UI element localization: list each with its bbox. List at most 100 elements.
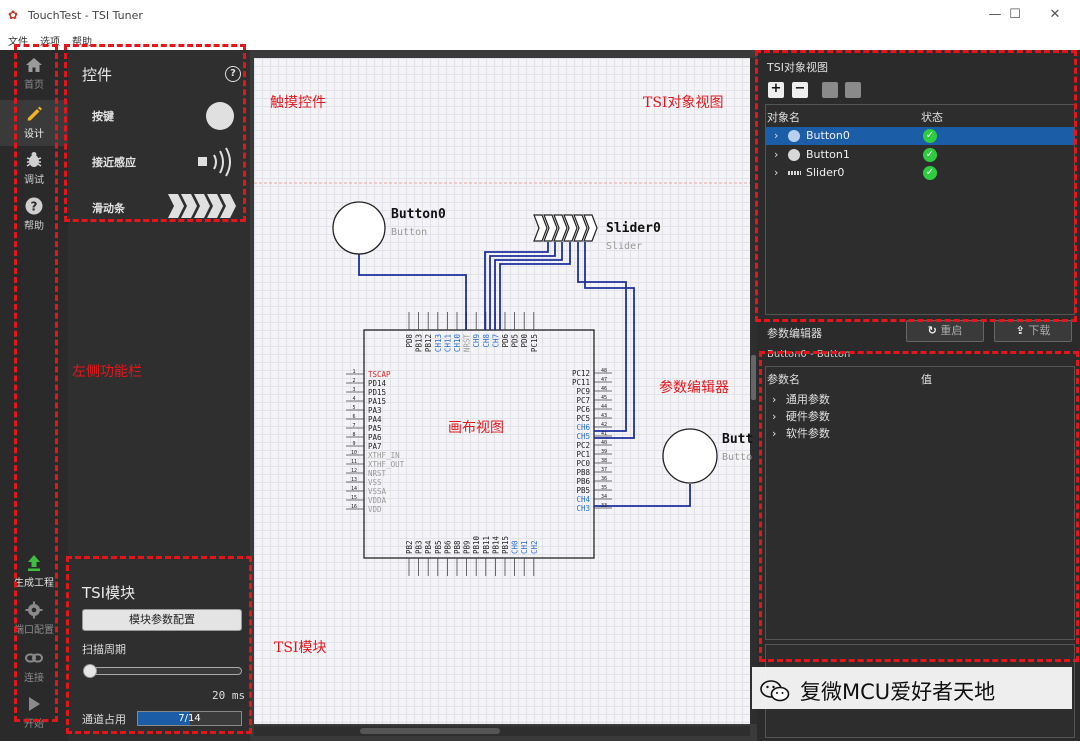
chip-right-pin-label: PB8 [576,468,590,477]
canvas-button-right-type: Butto [722,452,752,463]
proximity-widget-icon[interactable] [194,147,236,177]
object-tool-3-button[interactable]: ▪ [822,82,838,98]
expand-arrow-icon[interactable]: › [774,166,779,179]
nav-debug[interactable]: 调试 [0,150,68,192]
remove-object-button[interactable]: − [792,82,808,98]
widgets-panel [68,50,250,550]
watermark-background [752,667,1072,709]
param-row-software[interactable]: › 软件参数 [772,425,830,441]
chip-top-pin-label: CH7 [491,334,500,348]
expand-arrow-icon[interactable]: › [772,393,777,406]
param-row-general[interactable]: › 通用参数 [772,391,830,407]
svg-text:?: ? [31,200,38,214]
canvas-vertical-scroll-thumb[interactable] [751,355,756,400]
chip-right-pin-label: PC12 [572,369,590,378]
chip-right-pin-label: PB6 [576,477,590,486]
channel-usage-bar: 7/14 [137,711,242,726]
chip-top-pin-label: PD8 [405,334,414,348]
wire-slider-3 [494,242,563,330]
canvas-button-right-circle[interactable] [662,428,718,484]
mcu-chip-outline[interactable] [363,329,595,559]
canvas-horizontal-scrollbar[interactable] [254,726,750,736]
object-tool-4-button[interactable]: ▪ [845,82,861,98]
chip-bottom-pin-label: PB9 [463,540,472,554]
chip-top-pin-label: CH10 [453,334,462,353]
bug-icon [26,152,42,167]
module-config-button[interactable]: 模块参数配置 [82,609,242,631]
chip-right-pin-number: 33 [601,503,607,509]
channel-usage-fill [138,712,190,725]
download-button-label: 下载 [1028,324,1051,337]
chip-left-pin-number: 11 [351,459,357,465]
nav-generate[interactable]: 生成工程 [0,553,68,595]
maximize-button[interactable]: ☐ [1009,7,1021,22]
close-button[interactable]: ✕ [1049,7,1061,22]
chip-top-pin-label: PD0 [520,334,529,348]
wire-button0 [358,254,467,330]
tree-row-button0[interactable]: › Button0 ✓ [766,127,1074,145]
add-object-button[interactable]: + [768,82,784,98]
nav-connect[interactable]: 连接 [0,648,68,690]
tree-row-slider0[interactable]: › Slider0 ✓ [766,164,1074,182]
chip-right-pin-number: 39 [601,449,607,455]
menu-file[interactable]: 文件 [8,36,28,48]
expand-arrow-icon[interactable]: › [774,129,779,142]
chip-left-pin-number: 1 [352,369,355,375]
chip-right-pin-number: 35 [601,485,607,491]
reset-button-label: 重启 [940,324,963,337]
chip-bottom-pin-label: PB8 [453,540,462,554]
expand-arrow-icon[interactable]: › [772,427,777,440]
chip-bottom-pin-label: PB4 [424,540,433,554]
scan-period-slider-handle[interactable] [83,664,97,678]
nav-help[interactable]: ? 帮助 [0,196,68,238]
param-row-label: 硬件参数 [785,410,830,423]
slider-widget-icon[interactable] [166,192,238,220]
scan-period-label: 扫描周期 [82,643,126,656]
slider-object-icon [788,171,801,175]
nav-port-config[interactable]: 端口配置 [0,600,68,642]
chip-top-pin-label: PB13 [415,334,424,352]
wire-slider-6 [584,242,635,439]
canvas-button0-name: Button0 [391,207,446,222]
canvas-button0-circle[interactable] [332,201,386,255]
button-widget-icon[interactable] [206,102,234,130]
status-ok-icon: ✓ [923,166,937,180]
expand-arrow-icon[interactable]: › [774,148,779,161]
chip-left-pin-label: VSSA [368,487,387,496]
canvas-slider0-shape[interactable] [533,214,598,242]
window-title: TouchTest - TSI Tuner [28,8,143,22]
canvas-button-right-name: Butt [722,432,753,447]
menu-options[interactable]: 选项 [40,36,60,48]
menu-help[interactable]: 帮助 [72,36,92,48]
chip-bottom-pin-label: PB6 [443,540,452,554]
chip-right-pin-label: PC0 [576,459,590,468]
button-object-icon [788,130,800,142]
download-button[interactable]: ⇪ 下载 [994,320,1072,342]
nav-home[interactable]: 首页 [0,55,68,97]
nav-start[interactable]: 开始 [0,694,68,736]
home-icon [26,58,42,72]
chip-right-pin-number: 44 [601,404,607,410]
chip-left-pin-label: PA5 [368,424,382,433]
canvas-button0-type: Button [391,227,427,238]
watermark-text: 复微MCU爱好者天地 [800,680,996,704]
chip-left-pin-number: 12 [351,468,357,474]
chip-right-pin-label: PC2 [576,441,590,450]
param-row-hardware[interactable]: › 硬件参数 [772,408,830,424]
param-row-label: 通用参数 [785,393,830,406]
minimize-button[interactable]: — [988,7,1002,22]
chip-right-pin-label: CH5 [576,432,590,441]
chip-top-pin-label: CH8 [482,334,491,348]
widgets-help-icon[interactable]: ? [225,66,241,82]
object-view-title: TSI对象视图 [767,61,828,74]
reset-button[interactable]: ↻ 重启 [906,320,984,342]
chip-left-pin-label: PA3 [368,406,382,415]
expand-arrow-icon[interactable]: › [772,410,777,423]
tree-row-button1[interactable]: › Button1 ✓ [766,146,1074,164]
canvas-horizontal-scroll-thumb[interactable] [360,728,500,734]
nav-debug-label: 调试 [24,175,44,186]
chip-left-pin-label: VSS [368,478,382,487]
download-icon: ⇪ [1015,324,1025,337]
canvas-view[interactable] [254,58,750,724]
chip-left-pin-label: XTHF_OUT [368,460,405,469]
